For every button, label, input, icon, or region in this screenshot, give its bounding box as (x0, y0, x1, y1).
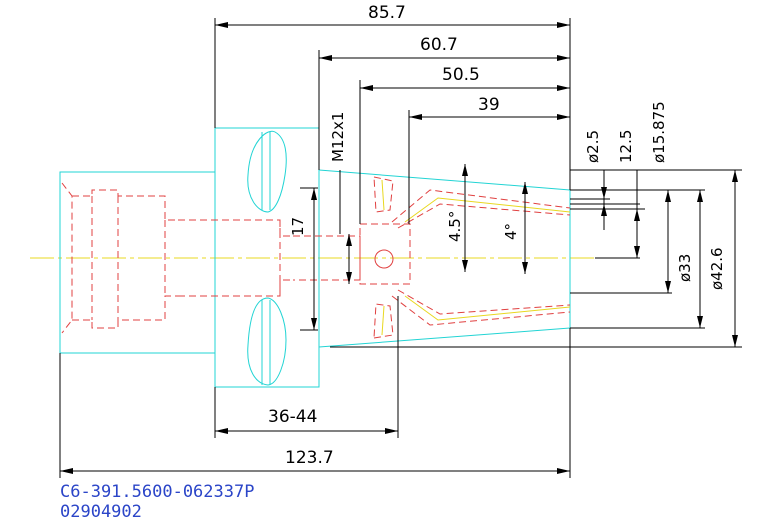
dim-36-44: 36-44 (268, 407, 317, 427)
dim-dia-2-5: ø2.5 (584, 130, 602, 163)
part-number: C6-391.5600-062337P (60, 482, 254, 502)
dim-dia-42-6: ø42.6 (708, 247, 726, 290)
dim-17: 17 (289, 217, 307, 236)
dim-dia-15-875: ø15.875 (650, 101, 668, 163)
dim-85-7: 85.7 (368, 3, 406, 23)
collet-lines (381, 179, 571, 336)
dim-dia-33: ø33 (676, 254, 694, 282)
dim-12-5: 12.5 (617, 130, 635, 163)
dimension-lines (59, 18, 742, 478)
drawing-id: 02904902 (60, 502, 142, 522)
angle-4: 4° (502, 223, 520, 240)
angle-4-5: 4.5° (446, 211, 464, 242)
dim-123-7: 123.7 (285, 448, 334, 468)
thread-label: M12x1 (329, 112, 347, 162)
dim-60-7: 60.7 (420, 35, 458, 55)
dim-39: 39 (478, 95, 500, 115)
hidden-lines (61, 176, 571, 339)
outline-cyan (59, 127, 571, 388)
dim-50-5: 50.5 (442, 65, 480, 85)
